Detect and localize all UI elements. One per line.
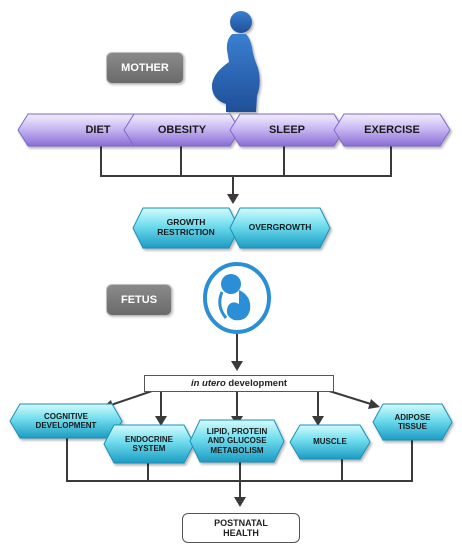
in-utero-label: in utero xyxy=(190,378,226,389)
factor-shapes xyxy=(17,113,451,147)
pregnant-woman-icon xyxy=(211,11,260,112)
postnatal-health-label: POSTNATAL HEALTH xyxy=(214,517,268,538)
fetus-label: FETUS xyxy=(120,294,158,306)
fetus-box: FETUS xyxy=(106,284,172,316)
in-utero-development-box: in utero development xyxy=(144,375,334,392)
mother-label: MOTHER xyxy=(121,62,169,74)
mother-box: MOTHER xyxy=(106,52,184,84)
development-label: development xyxy=(225,378,288,389)
fetus-icon xyxy=(203,262,271,334)
growth-shapes xyxy=(132,207,331,249)
connector-lines xyxy=(66,146,413,500)
outcome-shapes xyxy=(9,403,453,464)
postnatal-health-box: POSTNATAL HEALTH xyxy=(182,513,300,543)
